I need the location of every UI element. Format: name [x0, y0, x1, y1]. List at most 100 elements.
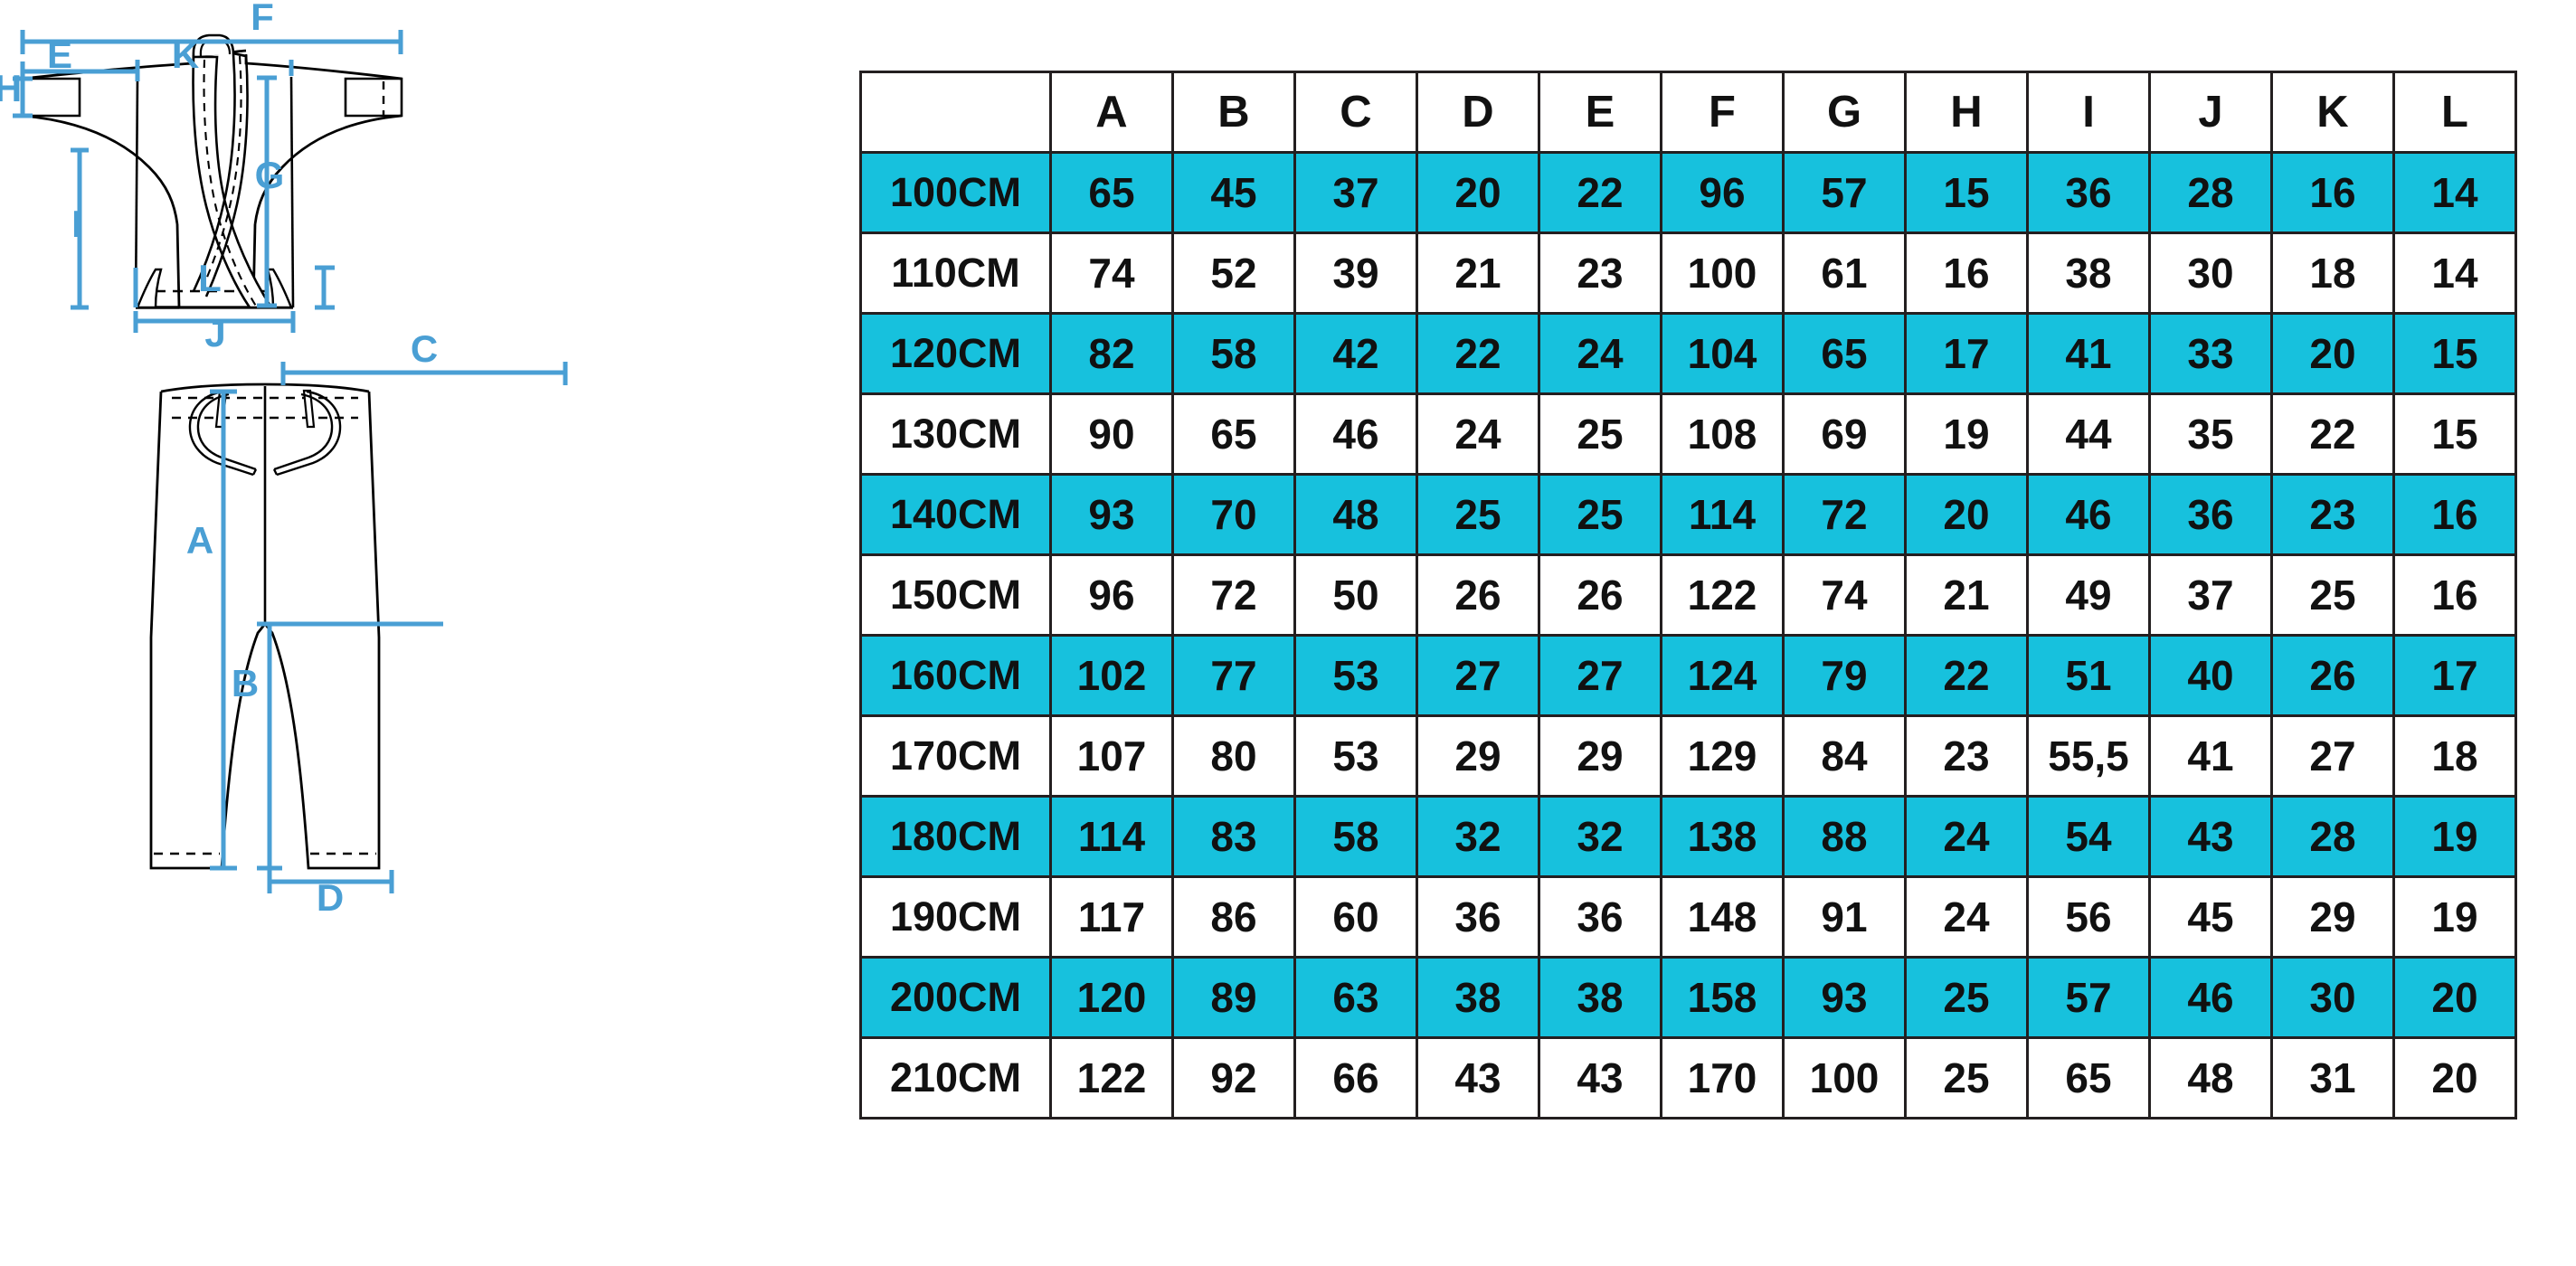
measurement-cell: 20: [2270, 312, 2395, 395]
measurement-cell: 45: [1171, 151, 1296, 234]
dimension-label-H: H: [0, 67, 22, 109]
measurement-cell: 17: [2392, 634, 2517, 717]
column-header-l: L: [2392, 71, 2517, 154]
jacket-lapel-right-inner: [204, 53, 249, 298]
measurement-cell: 41: [2148, 714, 2273, 798]
measurement-cell: 37: [2148, 553, 2273, 637]
measurement-cell: 45: [2148, 875, 2273, 959]
dimension-label-K: K: [172, 33, 199, 76]
measurement-cell: 30: [2270, 956, 2395, 1039]
measurement-cell: 24: [1416, 392, 1540, 476]
measurement-cell: 26: [2270, 634, 2395, 717]
pants-right-leg-outline: [263, 391, 381, 870]
jacket-right-underarm-line: [253, 114, 402, 225]
dimension-line-D: [267, 870, 394, 893]
measurement-cell: 25: [2270, 553, 2395, 637]
measurement-cell: 129: [1660, 714, 1785, 798]
measurement-cell: 21: [1904, 553, 2029, 637]
measurement-cell: 16: [1904, 231, 2029, 315]
measurement-cell: 100: [1782, 1036, 1907, 1120]
measurement-cell: 22: [1416, 312, 1540, 395]
measurement-cell: 19: [1904, 392, 2029, 476]
measurement-cell: 56: [2026, 875, 2151, 959]
pants-waistband-top: [160, 383, 370, 393]
column-header-e: E: [1538, 71, 1662, 154]
measurement-cell: 36: [1538, 875, 1662, 959]
measurement-cell: 93: [1782, 956, 1907, 1039]
measurement-cell: 69: [1782, 392, 1907, 476]
garment-diagrams-svg: F E K H: [0, 0, 568, 919]
measurement-cell: 43: [1416, 1036, 1540, 1120]
measurement-cell: 36: [1416, 875, 1540, 959]
column-header-i: I: [2026, 71, 2151, 154]
measurement-cell: 90: [1049, 392, 1174, 476]
measurement-cell: 17: [1904, 312, 2029, 395]
jacket-left-underarm-line: [22, 114, 179, 225]
measurement-cell: 39: [1293, 231, 1418, 315]
measurement-cell: 72: [1171, 553, 1296, 637]
measurement-cell: 66: [1293, 1036, 1418, 1120]
measurement-cell: 32: [1416, 795, 1540, 878]
measurement-cell: 29: [1416, 714, 1540, 798]
measurement-cell: 57: [2026, 956, 2151, 1039]
measurement-cell: 20: [2392, 956, 2517, 1039]
measurement-cell: 148: [1660, 875, 1785, 959]
jacket-lapel-right-stitch: [199, 55, 242, 295]
measurement-cell: 21: [1416, 231, 1540, 315]
column-header-a: A: [1049, 71, 1174, 154]
measurement-cell: 15: [1904, 151, 2029, 234]
jacket-right-panel-seam: [289, 76, 295, 308]
dimension-label-B: B: [232, 662, 259, 704]
measurement-cell: 16: [2392, 553, 2517, 637]
measurement-cell: 108: [1660, 392, 1785, 476]
jacket-left-side-seam: [175, 223, 181, 308]
measurement-cell: 20: [1904, 473, 2029, 556]
measurement-cell: 122: [1049, 1036, 1174, 1120]
pants-drawstring-left-tip: [251, 468, 258, 476]
measurement-cell: 102: [1049, 634, 1174, 717]
measurement-cell: 114: [1660, 473, 1785, 556]
measurement-cell: 15: [2392, 392, 2517, 476]
measurement-cell: 170: [1660, 1036, 1785, 1120]
measurement-cell: 124: [1660, 634, 1785, 717]
measurement-cell: 48: [2148, 1036, 2273, 1120]
measurement-cell: 35: [2148, 392, 2273, 476]
measurement-cell: 32: [1538, 795, 1662, 878]
measurement-cell: 46: [2026, 473, 2151, 556]
measurement-cell: 25: [1538, 473, 1662, 556]
measurement-cell: 24: [1538, 312, 1662, 395]
measurement-cell: 82: [1049, 312, 1174, 395]
measurement-cell: 20: [1416, 151, 1540, 234]
measurement-cell: 26: [1416, 553, 1540, 637]
pants-drawstring-right: [276, 390, 342, 477]
measurement-cell: 122: [1660, 553, 1785, 637]
measurement-cell: 23: [1904, 714, 2029, 798]
size-label-cell: 130CM: [859, 392, 1052, 476]
measurement-cell: 14: [2392, 231, 2517, 315]
column-header-b: B: [1171, 71, 1296, 154]
measurement-cell: 96: [1049, 553, 1174, 637]
measurement-cell: 80: [1171, 714, 1296, 798]
measurement-cell: 88: [1782, 795, 1907, 878]
measurement-cell: 25: [1416, 473, 1540, 556]
measurement-cell: 31: [2270, 1036, 2395, 1120]
size-label-cell: 160CM: [859, 634, 1052, 717]
measurement-cell: 46: [1293, 392, 1418, 476]
dimension-label-E: E: [47, 33, 72, 76]
measurement-cell: 43: [2148, 795, 2273, 878]
size-label-cell: 170CM: [859, 714, 1052, 798]
dimension-line-F: [20, 30, 403, 54]
measurement-cell: 40: [2148, 634, 2273, 717]
column-header-h: H: [1904, 71, 2029, 154]
measurement-cell: 107: [1049, 714, 1174, 798]
size-label-cell: 140CM: [859, 473, 1052, 556]
dimension-line-G: [257, 75, 277, 308]
